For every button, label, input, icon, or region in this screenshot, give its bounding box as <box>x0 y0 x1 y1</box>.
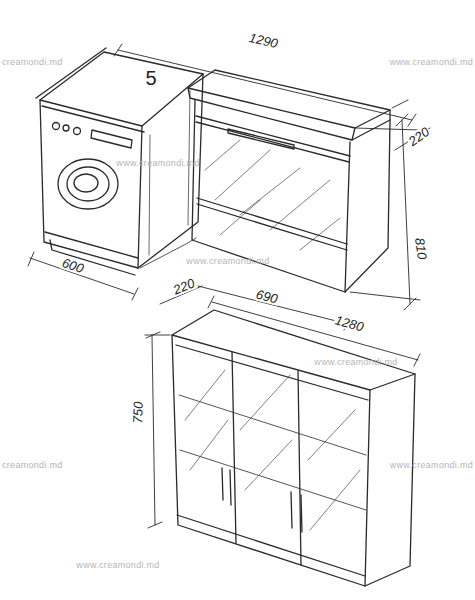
watermark: www.creamondi.md <box>186 257 269 266</box>
wall-cabinet <box>172 310 415 586</box>
watermark: www.creamondi.md <box>314 358 397 367</box>
dimension-label: 810 <box>413 235 429 260</box>
washing-machine <box>36 48 203 275</box>
dimension-label: 690 <box>254 287 280 305</box>
dimension-lines <box>28 44 430 528</box>
dimension-label: 1280 <box>332 313 365 334</box>
base-cabinet <box>140 70 390 292</box>
dimension-label: 600 <box>60 255 87 275</box>
dimension-label: 750 <box>131 400 145 424</box>
watermark: creamondi.md <box>2 58 63 67</box>
watermark: www.creamondi.md <box>390 58 473 67</box>
dimension-label: 220 <box>171 276 198 297</box>
watermark: www.creamondi.md <box>116 159 199 168</box>
dimension-label: 5 <box>144 68 157 88</box>
dimension-label: 220 <box>406 124 433 148</box>
dimension-label: 1290 <box>246 30 279 50</box>
watermark: www.creamondi.md <box>390 461 473 470</box>
watermark: www.creamondi.md <box>76 561 159 570</box>
watermark: creamondi.md <box>2 461 63 470</box>
